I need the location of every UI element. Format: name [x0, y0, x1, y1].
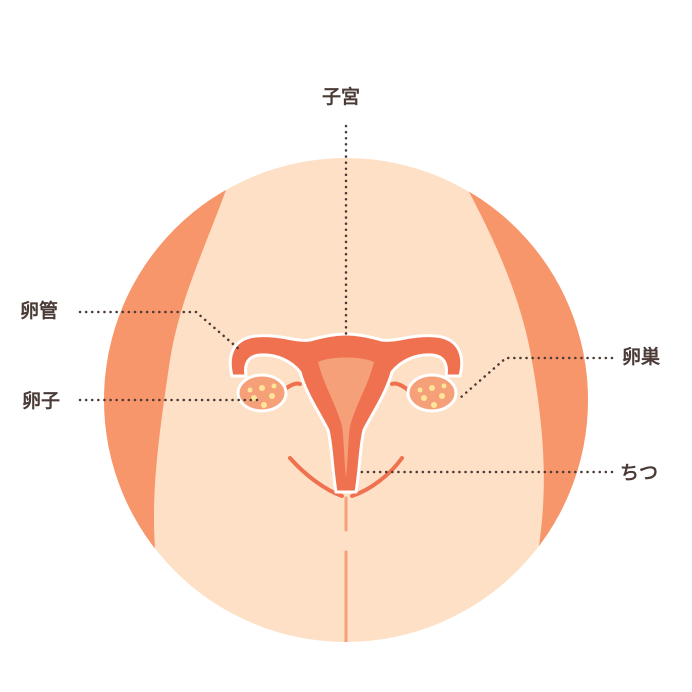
reproductive-organs	[228, 332, 464, 498]
left-ovary	[236, 373, 288, 413]
label-uterus: 子宮	[322, 86, 361, 108]
right-ovary	[406, 373, 458, 413]
leader-ovary	[458, 356, 614, 400]
left-side-band	[104, 158, 226, 642]
leader-fallopian-tube	[78, 310, 242, 352]
pelvic-curve	[288, 456, 404, 498]
uterus-cavity	[318, 357, 374, 478]
right-side-band	[468, 158, 588, 642]
label-vagina: ちつ	[620, 462, 659, 484]
label-fallopian-tube: 卵管	[20, 300, 59, 322]
leader-lines	[78, 124, 614, 474]
label-ovary: 卵巣	[622, 346, 661, 368]
label-ovum: 卵子	[22, 390, 61, 412]
